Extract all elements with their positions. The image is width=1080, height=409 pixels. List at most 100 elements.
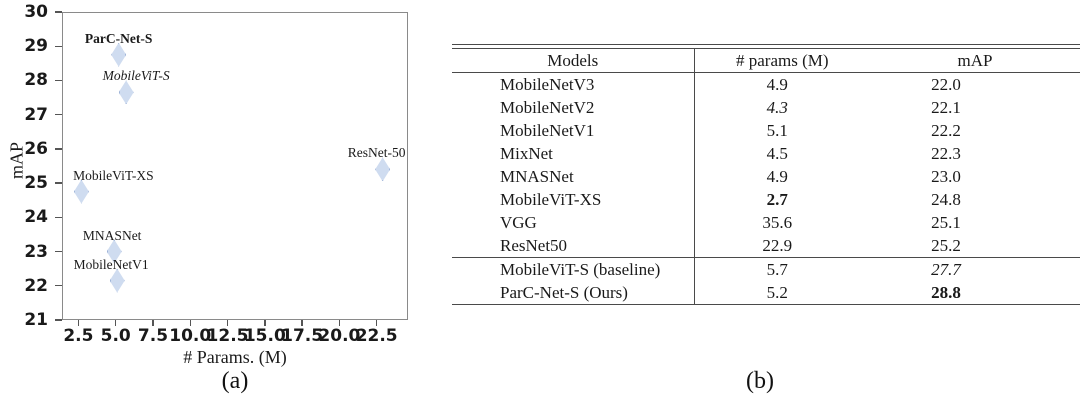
y-tick-mark (55, 250, 62, 253)
cell-params-value: 5.1 (766, 121, 788, 140)
cell-params: 5.1 (694, 119, 870, 142)
y-tick-label: 29 (24, 36, 48, 57)
y-tick-label: 24 (24, 207, 48, 228)
data-point-marker (118, 80, 134, 105)
caption-b: (b) (746, 368, 774, 394)
y-tick-label: 25 (24, 173, 48, 194)
cell-map: 22.2 (870, 119, 1080, 142)
cell-map: 22.3 (870, 142, 1080, 165)
cell-map-value: 25.2 (931, 236, 961, 255)
cell-params: 2.7 (694, 188, 870, 211)
cell-model-name: MobileViT-S (baseline) (452, 257, 695, 281)
y-tick-label: 23 (24, 241, 48, 262)
y-tick-label: 30 (24, 2, 48, 22)
x-tick-label: 22.5 (355, 326, 398, 346)
table-row: MobileNetV2 4.3 22.1 (452, 96, 1080, 119)
data-point-label: MNASNet (82, 227, 142, 243)
x-tick-label: 7.5 (137, 326, 169, 346)
y-tick-mark (55, 45, 62, 47)
x-tick-label: 20.0 (318, 326, 361, 346)
table-row: MobileNetV3 4.9 22.0 (452, 72, 1080, 97)
cell-map: 22.1 (870, 96, 1080, 119)
cell-map-value: 22.3 (931, 144, 961, 163)
cell-model-name: ResNet50 (452, 234, 695, 258)
cell-model-name: MobileNetV3 (452, 72, 695, 96)
y-tick-label: 21 (24, 310, 48, 330)
cell-map: 22.0 (870, 73, 1080, 97)
cell-params-value: 5.2 (766, 283, 788, 302)
y-tick-mark (55, 182, 62, 184)
cell-map-value: 25.1 (931, 213, 961, 232)
table-row: MobileNetV1 5.1 22.2 (452, 119, 1080, 142)
x-tick-label: 10.0 (169, 326, 212, 346)
cell-map: 25.1 (870, 211, 1080, 234)
x-tick-mark (338, 319, 341, 326)
data-point-marker (111, 42, 127, 67)
table-row: MobileViT-XS 2.7 24.8 (452, 188, 1080, 211)
cell-params: 4.9 (694, 165, 870, 188)
cell-model-name: MNASNet (452, 165, 695, 188)
x-tick-label: 12.5 (206, 326, 249, 346)
cell-params-value: 4.9 (766, 167, 788, 186)
cell-map-value: 24.8 (931, 190, 961, 209)
cell-params-value: 4.3 (766, 98, 788, 117)
data-point-label: MobileViT-S (102, 68, 170, 84)
table-row: VGG 35.6 25.1 (452, 211, 1080, 234)
cell-map-value: 22.0 (931, 75, 961, 94)
x-tick-mark (115, 319, 117, 326)
column-header-params: # params (M) (694, 48, 870, 73)
cell-map-value: 28.8 (931, 283, 961, 302)
y-tick-label: 22 (24, 275, 48, 296)
cell-params-value: 22.9 (762, 236, 793, 255)
y-tick-mark (55, 216, 62, 219)
y-tick-mark (55, 113, 62, 116)
y-tick-mark (55, 319, 62, 321)
cell-map-value: 23.0 (931, 167, 961, 186)
y-tick-label: 27 (24, 104, 48, 125)
cell-params-value: 4.9 (766, 75, 788, 94)
cell-model-name: MobileViT-XS (452, 188, 695, 211)
data-point-marker (375, 157, 391, 182)
cell-model-name: MobileNetV2 (452, 96, 695, 119)
cell-params-value: 35.6 (762, 213, 793, 232)
x-tick-mark (152, 319, 154, 326)
cell-map-value: 27.7 (931, 260, 961, 279)
data-point-label: ResNet-50 (347, 145, 406, 161)
x-tick-mark (77, 319, 80, 326)
y-tick-mark (55, 11, 62, 13)
x-tick-label: 2.5 (63, 326, 94, 346)
y-axis-label: mAP (6, 142, 27, 180)
cell-map: 25.2 (870, 234, 1080, 258)
cell-params: 4.3 (694, 96, 870, 119)
cell-model-name: VGG (452, 211, 695, 234)
data-point-marker (109, 268, 125, 293)
cell-map: 24.8 (870, 188, 1080, 211)
cell-params: 4.5 (694, 142, 870, 165)
cell-params-value: 2.7 (766, 190, 788, 209)
cell-model-name: MobileNetV1 (452, 119, 695, 142)
cell-params: 35.6 (694, 211, 870, 234)
x-tick-label: 17.5 (281, 326, 324, 346)
caption-a: (a) (221, 368, 249, 394)
x-tick-mark (301, 319, 303, 326)
column-header-map: mAP (870, 48, 1080, 73)
table-row: ResNet50 22.9 25.2 (452, 234, 1080, 258)
y-tick-mark (55, 285, 62, 287)
cell-params: 5.7 (694, 257, 870, 281)
x-tick-mark (189, 319, 191, 326)
x-tick-label: 15.0 (243, 326, 286, 346)
x-tick-mark (226, 319, 229, 326)
x-tick-mark (375, 319, 378, 326)
cell-map-value: 22.1 (931, 98, 961, 117)
cell-map-value: 22.2 (931, 121, 961, 140)
cell-map: 23.0 (870, 165, 1080, 188)
y-tick-mark (55, 148, 62, 150)
table-row: MobileViT-S (baseline)5.7 27.7 (452, 257, 1080, 281)
y-tick-label: 28 (24, 70, 48, 91)
cell-params: 4.9 (694, 73, 870, 97)
